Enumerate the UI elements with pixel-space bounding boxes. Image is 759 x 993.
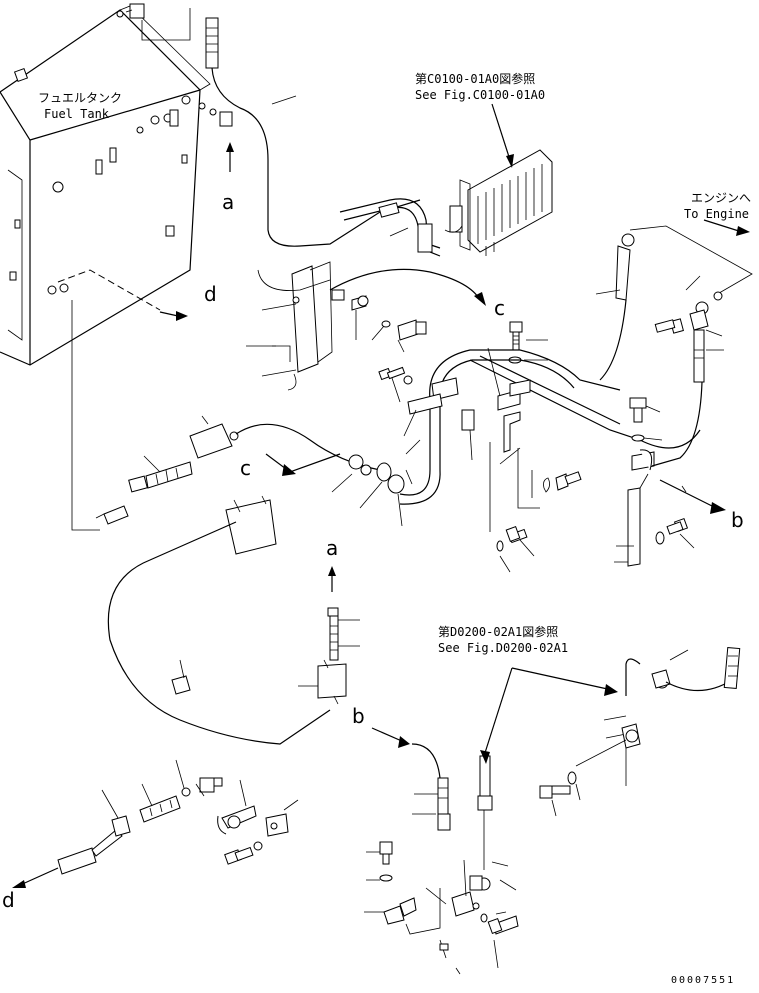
left-hose-assembly [95, 415, 413, 745]
lower-ref-en: See Fig.D0200-02A1 [438, 641, 569, 655]
engine-hose [595, 219, 753, 467]
engine-label-jp: エンジンへ [691, 191, 752, 205]
connector-a-top: a [222, 190, 235, 214]
connector-b-right: b [731, 508, 744, 532]
connector-d-bottom: d [2, 888, 15, 912]
connector-b-lower: b [352, 704, 365, 728]
bottom-center-parts [364, 841, 519, 975]
fuel-tank-label-jp: フュエルタンク [38, 91, 123, 105]
connector-c-right: c [494, 296, 505, 320]
a-arrow-middle [298, 566, 360, 705]
lower-right-assembly [539, 647, 741, 817]
lower-ref-jp: 第D0200-02A1図参照 [438, 625, 559, 639]
bolt-set-right [614, 397, 695, 567]
connector-c-left: c [240, 456, 251, 480]
tube-bundle [391, 347, 726, 532]
connector-a-middle: a [326, 536, 339, 560]
lower-hoses [371, 667, 618, 870]
bolt-set-center [378, 366, 582, 573]
bottom-left-assembly [12, 759, 299, 888]
top-fitting [116, 3, 191, 41]
drawing-number: 00007551 [671, 975, 736, 986]
radiator-ref-jp: 第C0100-01A0図参照 [415, 72, 536, 86]
top-hose [205, 17, 421, 247]
engine-label-en: To Engine [684, 207, 750, 221]
connector-d-top: d [204, 282, 217, 306]
bolt-c-right [508, 321, 548, 364]
fitting-a [198, 102, 234, 172]
fuel-tank-label-en: Fuel Tank [44, 107, 110, 121]
clamp-bracket-left [246, 261, 486, 391]
radiator-ref-en: See Fig.C0100-01A0 [415, 88, 546, 102]
fuel-tank [0, 5, 211, 366]
radiator-hose [339, 198, 463, 257]
radiator [459, 103, 553, 256]
